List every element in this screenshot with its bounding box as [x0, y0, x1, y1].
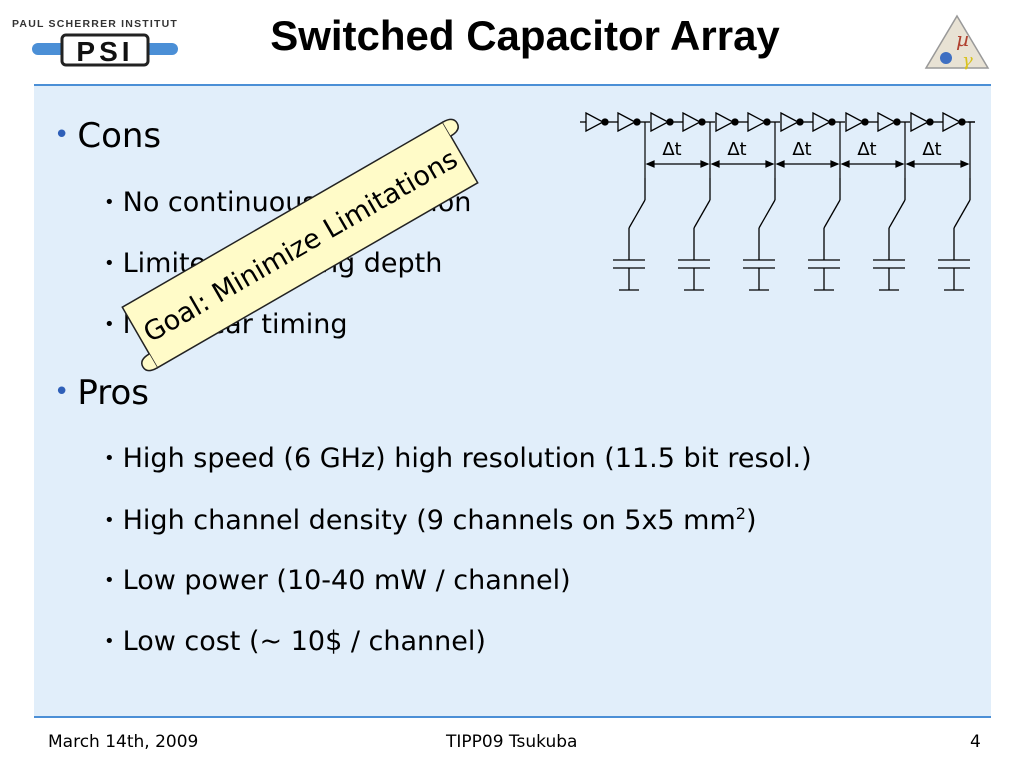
pros-item-text: High channel density (9 channels on 5x5 …: [122, 505, 736, 536]
delta-t-arrows: [644, 122, 971, 178]
buffer-triangle: [715, 111, 735, 133]
buffer-triangle: [585, 111, 605, 133]
goal-callout-scroll: Goal: Minimize Limitations: [121, 118, 479, 372]
switch-arm: [758, 199, 776, 229]
bullet-dot: •: [104, 192, 115, 213]
pros-item-text: Low cost (~ 10$ / channel): [122, 626, 486, 657]
pros-item: • Low cost (~ 10$ / channel): [104, 626, 486, 657]
arrow-head-right: [830, 160, 840, 168]
buffer-triangle: [780, 111, 800, 133]
buffer-triangle: [747, 111, 767, 133]
psi-logo: PAUL SCHERRER INSTITUT PSI: [0, 0, 200, 80]
buffer-triangle: [877, 111, 897, 133]
delta-t-label: ∆t: [726, 139, 746, 160]
bullet-dot: •: [104, 570, 115, 591]
arrow-head-left: [775, 160, 785, 168]
buffer-triangle: [942, 111, 962, 133]
pros-item: • High speed (6 GHz) high resolution (11.…: [104, 443, 812, 474]
superscript: 2: [735, 504, 746, 523]
svg-text:γ: γ: [962, 50, 973, 71]
mu-e-gamma-logo: µ γ: [922, 12, 992, 72]
arrow-head-right: [960, 160, 970, 168]
arrow-head-left: [840, 160, 850, 168]
psi-logo-graphic: PAUL SCHERRER INSTITUT PSI: [12, 18, 178, 67]
delta-t-label: ∆t: [856, 139, 876, 160]
delta-t-label: ∆t: [791, 139, 811, 160]
scroll-curl-left: [141, 353, 158, 372]
buffer-triangle: [650, 111, 670, 133]
scroll-body: [121, 121, 479, 369]
bullet-dot: •: [54, 377, 70, 407]
svg-text:µ: µ: [956, 27, 969, 51]
pros-item: • Low power (10-40 mW / channel): [104, 565, 571, 596]
switch-arm: [628, 199, 646, 229]
buffer-triangle: [682, 111, 702, 133]
callout-text: Goal: Minimize Limitations: [138, 144, 463, 349]
delta-t-label: ∆t: [921, 139, 941, 160]
bullet-dot: •: [104, 510, 115, 531]
bullet-dot: •: [104, 253, 115, 274]
pros-bullet: •Pros: [54, 373, 149, 413]
pros-heading: Pros: [77, 373, 149, 413]
arrow-head-left: [710, 160, 720, 168]
arrow-head-right: [765, 160, 775, 168]
triangle-logo-icon: µ γ: [924, 14, 990, 71]
logo-badge: [60, 33, 150, 67]
pros-item-text: High speed (6 GHz) high resolution (11.5…: [122, 443, 812, 474]
footer-event: TIPP09 Tsukuba: [446, 732, 578, 752]
cons-bullet: •Cons: [54, 116, 161, 156]
logo-text: PSI: [76, 36, 133, 67]
org-name: PAUL SCHERRER INSTITUT: [12, 18, 178, 30]
bullet-dot: •: [54, 120, 70, 150]
bullet-dot: •: [104, 448, 115, 469]
page-title: Switched Capacitor Array: [270, 12, 780, 59]
buffer-triangle: [812, 111, 832, 133]
bullet-dot: •: [104, 314, 115, 335]
arrow-head-right: [895, 160, 905, 168]
footer-page-number: 4: [970, 732, 981, 752]
pros-item-text: Low power (10-40 mW / channel): [122, 565, 571, 596]
pros-item-tail: ): [745, 505, 757, 536]
delay-chain: [580, 111, 975, 133]
switch-arm: [693, 199, 711, 229]
switch-arm: [823, 199, 841, 229]
delta-t-label: ∆t: [661, 139, 681, 160]
sca-circuit-diagram: ∆t ∆t ∆t ∆t ∆t: [580, 111, 975, 291]
arrow-head-left: [645, 160, 655, 168]
cons-heading: Cons: [77, 116, 162, 156]
switch-arm: [888, 199, 906, 229]
bullet-dot: •: [104, 631, 115, 652]
buffer-triangle: [910, 111, 930, 133]
delta-t-labels: ∆t ∆t ∆t ∆t ∆t: [661, 139, 941, 160]
arrow-head-right: [700, 160, 710, 168]
footer-date: March 14th, 2009: [48, 732, 199, 752]
buffer-triangle: [845, 111, 865, 133]
sampling-cells: [613, 178, 971, 291]
arrow-head-left: [905, 160, 915, 168]
content-area: [34, 84, 991, 718]
scroll-curl-right: [442, 118, 459, 137]
switch-arm: [953, 199, 971, 229]
pros-item-density: • High channel density (9 channels on 5x5…: [104, 504, 757, 536]
buffer-triangle: [617, 111, 637, 133]
